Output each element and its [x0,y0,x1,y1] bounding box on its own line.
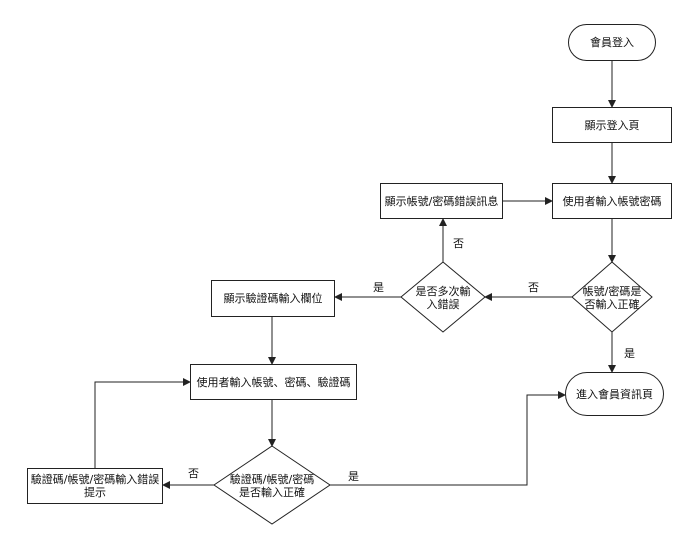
edge-label-captcha-yes: 是 [348,470,359,483]
captcha-error-hint-process: 驗證碼/帳號/密碼輸入錯誤 提示 [27,468,163,504]
edge-label-check-no: 否 [528,281,539,294]
captcha-input-label: 使用者輸入帳號、密碼、驗證碼 [196,375,351,389]
captcha-error-hint-label: 驗證碼/帳號/密碼輸入錯誤 提示 [30,473,160,499]
check-captcha-diamond-shape [213,445,331,525]
input-credentials-label: 使用者輸入帳號密碼 [562,194,662,208]
edge-label-captcha-no: 否 [188,467,199,480]
check-credentials-label: 帳號/密碼是 否輸入正確 [582,285,642,311]
member-page-terminator: 進入會員資訊頁 [565,372,664,416]
show-login-process: 顯示登入頁 [552,107,672,143]
edge-label-multiple-no: 否 [453,237,464,250]
check-credentials-decision: 帳號/密碼是 否輸入正確 [572,262,652,332]
show-captcha-field-label: 顯示驗證碼輸入欄位 [223,292,323,305]
arrow-error-hint-to-captcha-input [94,378,191,468]
multiple-errors-decision: 是否多次輸 入錯誤 [401,262,485,332]
captcha-input-process: 使用者輸入帳號、密碼、驗證碼 [190,364,357,400]
arrow-captcha-yes-to-member-page [330,391,566,486]
multiple-errors-label: 是否多次輸 入錯誤 [415,285,471,311]
start-label: 會員登入 [590,36,634,49]
show-login-label: 顯示登入頁 [584,118,640,132]
input-credentials-process: 使用者輸入帳號密碼 [552,183,672,219]
multiple-errors-diamond-shape [400,261,486,333]
member-page-label: 進入會員資訊頁 [576,387,653,401]
check-captcha-label: 驗證碼/帳號/密碼 是否輸入正確 [229,473,315,499]
edge-label-check-yes: 是 [624,347,635,360]
check-captcha-decision: 驗證碼/帳號/密碼 是否輸入正確 [214,446,330,524]
edge-label-multiple-yes: 是 [373,281,384,294]
show-error-process: 顯示帳號/密碼錯誤訊息 [380,183,503,219]
show-captcha-field-process: 顯示驗證碼輸入欄位 [211,280,335,317]
show-error-label: 顯示帳號/密碼錯誤訊息 [384,194,499,208]
start-terminator: 會員登入 [568,24,656,61]
